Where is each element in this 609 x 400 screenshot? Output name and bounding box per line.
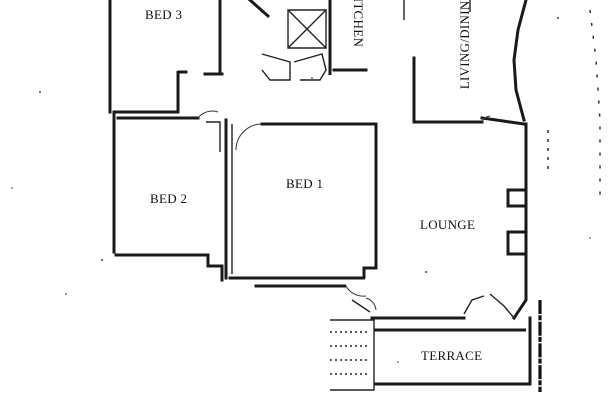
bed3-walls — [108, 0, 224, 114]
living-dining-walls — [403, 0, 528, 126]
hall-walls — [112, 112, 221, 254]
room-label-terrace: TERRACE — [421, 348, 483, 363]
lounge-walls — [370, 122, 528, 321]
bed1-walls — [228, 122, 378, 288]
room-label-bed2: BED 2 — [150, 191, 188, 206]
bed2-walls — [114, 118, 228, 282]
room-label-bed1: BED 1 — [286, 176, 324, 191]
room-label-bed3: BED 3 — [145, 7, 183, 22]
room-label-lounge: LOUNGE — [420, 217, 476, 232]
exterior-edge — [547, 9, 601, 200]
scan-noise — [11, 17, 591, 363]
kitchen-walls — [247, 0, 368, 81]
room-label-living-dining: LIVING/DINING — [457, 0, 472, 90]
door-swings — [197, 110, 491, 311]
room-label-kitchen: KITCHEN — [351, 0, 366, 48]
terrace-walls — [330, 299, 542, 392]
